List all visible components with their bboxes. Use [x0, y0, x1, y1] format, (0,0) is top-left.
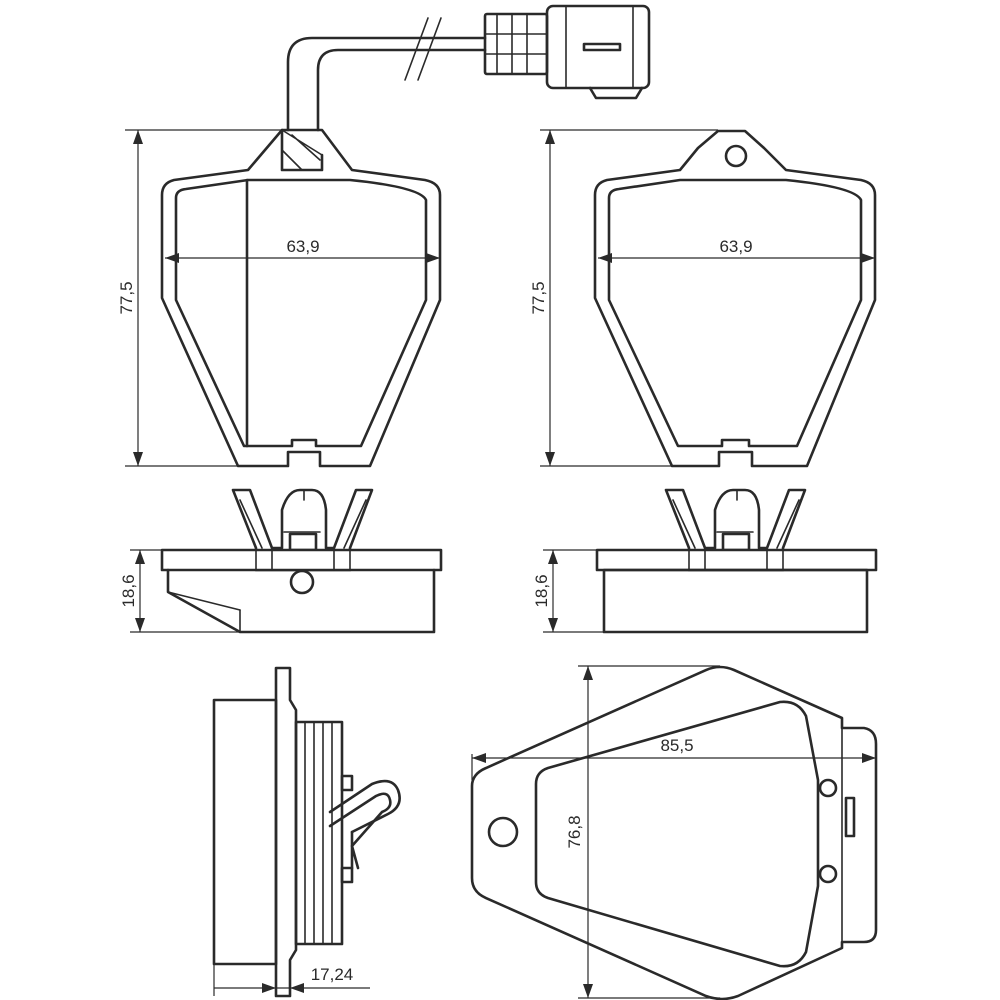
- backplate-side: [160, 548, 443, 572]
- rivet-hole: [818, 778, 838, 798]
- sensor-clip: [328, 774, 401, 884]
- rivet-hole: [818, 864, 838, 884]
- spring-clip: [664, 488, 807, 572]
- dimension-label: 76,8: [565, 815, 584, 848]
- pad-top-view: [595, 488, 878, 634]
- pad-friction-outline: [174, 178, 428, 448]
- pad-backplate-outline: [160, 128, 442, 468]
- pad-friction-outline: [534, 700, 820, 968]
- dimension-height-bottom-right: 76,8: [565, 665, 720, 999]
- sensor-port: [844, 796, 856, 838]
- cable-break-mark: [404, 17, 429, 81]
- clip-center-tab: [721, 532, 751, 552]
- dimension-label: 63,9: [286, 237, 319, 256]
- pad-side-view: [212, 666, 401, 998]
- mounting-hole: [724, 144, 748, 168]
- dimension-label: 63,9: [719, 237, 752, 256]
- clip-center-tab: [288, 532, 318, 552]
- pad-top-view-with-clip: [160, 488, 443, 634]
- dimension-thickness-mid-right: 18,6: [532, 549, 604, 633]
- dimension-label: 85,5: [660, 736, 693, 755]
- sensor-hole: [289, 569, 315, 595]
- pad-friction-outline: [607, 178, 863, 448]
- dimension-width-bottom-right: 85,5: [471, 736, 877, 780]
- pad-front-view: [593, 129, 877, 468]
- pad-back-view: [470, 665, 878, 1000]
- friction-block-side: [212, 698, 278, 966]
- dimension-label: 77,5: [529, 281, 548, 314]
- dimension-thickness-bottom-left: 17,24: [213, 960, 370, 996]
- dimension-width-top-right: 63,9: [598, 237, 875, 263]
- dimension-height-top-right: 77,5: [529, 129, 718, 467]
- dimension-thickness-mid-left: 18,6: [119, 549, 240, 633]
- dimension-label: 77,5: [117, 281, 136, 314]
- friction-block-side: [166, 568, 436, 634]
- pad-backplate-outline: [593, 129, 877, 468]
- friction-block-side: [602, 568, 869, 634]
- dimension-label: 18,6: [119, 574, 138, 607]
- sensor-cable: [286, 36, 487, 132]
- pad-backplate-outline: [470, 665, 878, 1000]
- sensor-connector: [483, 4, 651, 100]
- backplate-side: [595, 548, 878, 572]
- dimension-label: 17,24: [311, 965, 354, 984]
- dimension-width-top-left: 63,9: [165, 237, 440, 263]
- backplate-side: [274, 666, 298, 998]
- dimension-height-top-left: 77,5: [117, 129, 282, 467]
- shim-layers: [294, 720, 344, 946]
- spring-clip: [231, 488, 374, 572]
- dimension-label: 18,6: [532, 574, 551, 607]
- pad-front-view-with-sensor: [160, 4, 651, 468]
- mounting-hole: [487, 816, 519, 848]
